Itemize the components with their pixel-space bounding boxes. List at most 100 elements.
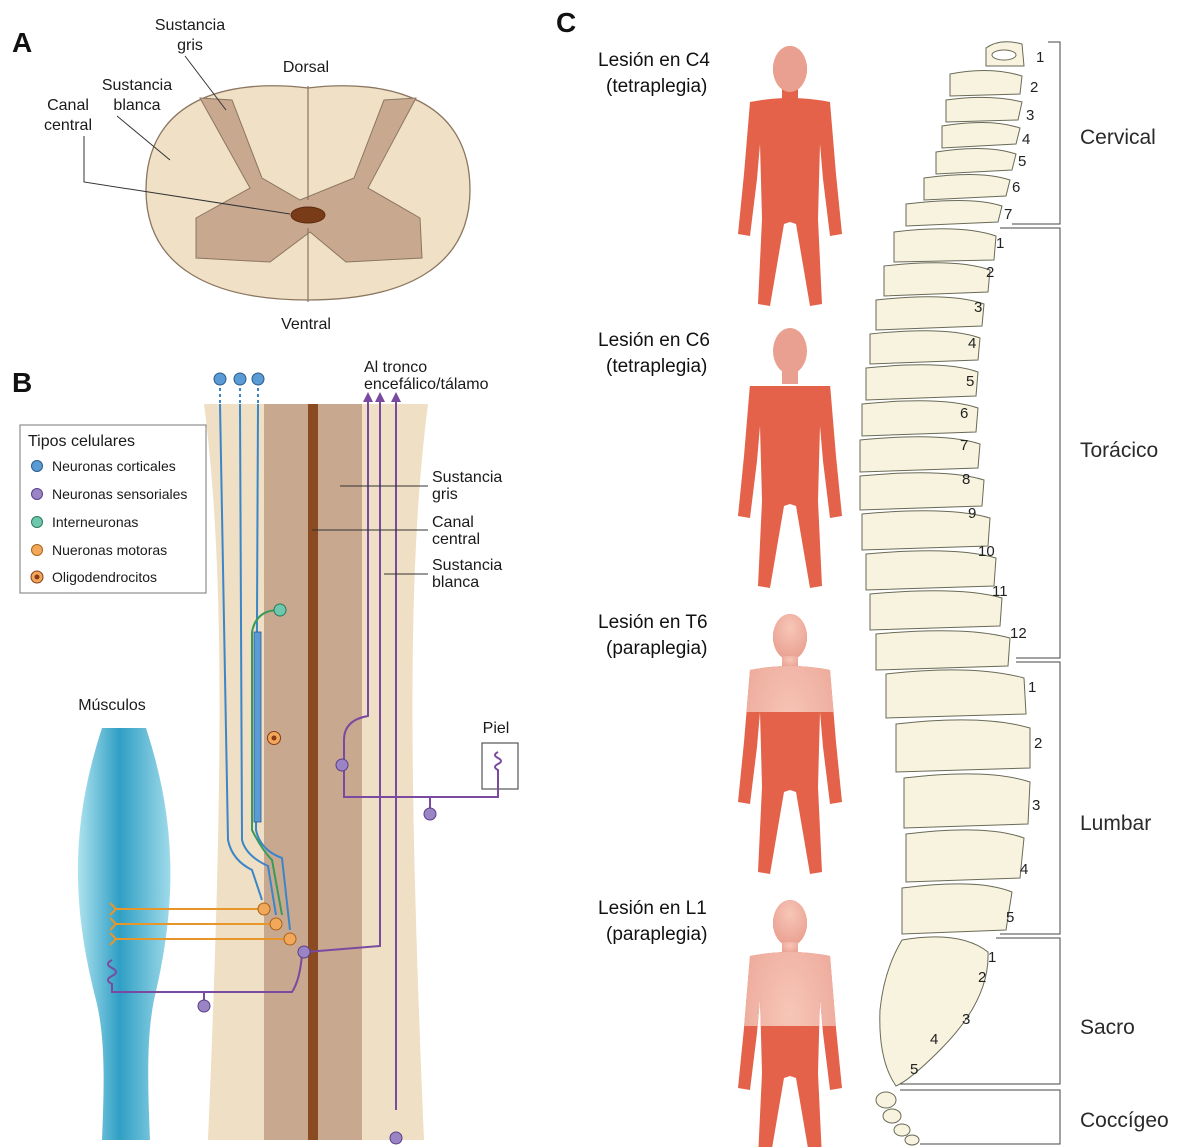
central-canal <box>291 207 325 223</box>
interneuron-icon <box>32 517 43 528</box>
vertebra-c7 <box>906 200 1002 226</box>
vertebra-t3 <box>876 297 984 330</box>
motor-neuron-3 <box>284 933 296 945</box>
vertebra-l2 <box>896 720 1030 772</box>
sensory-neuron-cord <box>298 946 310 958</box>
region-cervical: Cervical <box>1080 126 1156 149</box>
vertebra-c3 <box>946 97 1022 122</box>
lesion-c4-sub: (tetraplegia) <box>606 76 707 97</box>
body-c4 <box>738 46 842 306</box>
region-thoracic: Torácico <box>1080 439 1158 462</box>
vertebra-l5 <box>902 884 1012 934</box>
lesion-l1-title: Lesión en L1 <box>598 898 707 919</box>
label-ventral: Ventral <box>281 316 331 333</box>
label-brainstem-2: encefálico/tálamo <box>364 376 489 393</box>
motor-neuron-1 <box>258 903 270 915</box>
num-c2: 2 <box>1030 79 1038 96</box>
num-s3: 3 <box>962 1011 970 1028</box>
coccyx-4 <box>905 1135 919 1145</box>
vertebra-l4 <box>906 830 1024 882</box>
legend-item-interneuron: Interneuronas <box>52 514 138 530</box>
label-b-white-2: blanca <box>432 574 479 591</box>
label-b-white-1: Sustancia <box>432 557 502 574</box>
sensory-neuron-skin-entry <box>336 759 348 771</box>
num-c4: 4 <box>1022 131 1030 148</box>
num-l3: 3 <box>1032 797 1040 814</box>
oligodendrocyte-core <box>272 736 277 741</box>
num-t12: 12 <box>1010 625 1027 642</box>
vertebra-t12 <box>876 631 1010 670</box>
coccyx-2 <box>883 1109 901 1123</box>
label-canal-2: central <box>44 117 92 134</box>
vertebra-t2 <box>884 263 990 296</box>
num-t2: 2 <box>986 264 994 281</box>
num-t6: 6 <box>960 405 968 422</box>
vertebra-t4 <box>870 331 980 364</box>
panel-c: C Lesión en C4 (tetraplegia) Lesión en C… <box>556 7 1169 1147</box>
bracket-coccyx <box>900 1090 1060 1144</box>
cortical-neuron-2 <box>234 373 246 385</box>
num-s4: 4 <box>930 1031 938 1048</box>
lesion-c4-title: Lesión en C4 <box>598 50 710 71</box>
label-white-matter-2: blanca <box>113 97 160 114</box>
myelin-sheath <box>254 632 261 822</box>
arrow-up-1 <box>363 392 373 402</box>
body-l1 <box>738 900 842 1147</box>
legend-item-oligodendrocyte: Oligodendrocitos <box>52 569 157 585</box>
coccyx-1 <box>876 1092 896 1108</box>
num-s2: 2 <box>978 969 986 986</box>
num-t4: 4 <box>968 335 976 352</box>
vertebra-l3 <box>904 774 1030 828</box>
region-sacrum: Sacro <box>1080 1016 1135 1039</box>
arrow-up-3 <box>391 392 401 402</box>
label-b-canal-1: Canal <box>432 514 474 531</box>
label-b-gray-2: gris <box>432 486 458 503</box>
num-l1: 1 <box>1028 679 1036 696</box>
num-t11: 11 <box>992 583 1008 600</box>
region-coccyx: Coccígeo <box>1080 1109 1169 1132</box>
num-c7: 7 <box>1004 206 1012 223</box>
motor-neuron-2 <box>270 918 282 930</box>
label-white-matter-1: Sustancia <box>102 77 172 94</box>
sensory-ganglion-muscle <box>198 1000 210 1012</box>
num-l2: 2 <box>1034 735 1042 752</box>
lesion-t6-title: Lesión en T6 <box>598 612 708 633</box>
label-gray-matter-2: gris <box>177 37 203 54</box>
lesion-c6-sub: (tetraplegia) <box>606 356 707 377</box>
vertebra-c4 <box>942 122 1020 148</box>
panel-a: A Sustancia gris Sustancia blanca Canal … <box>12 17 470 333</box>
vertebra-t5 <box>866 365 978 400</box>
coccyx-3 <box>894 1124 910 1136</box>
num-s5: 5 <box>910 1061 918 1078</box>
num-t1: 1 <box>996 235 1004 252</box>
vertebra-c2 <box>950 70 1022 96</box>
panel-b-letter: B <box>12 367 32 398</box>
panel-a-letter: A <box>12 27 32 58</box>
panel-b: B Tipos celulares Neuronas corticales Ne… <box>12 359 518 1144</box>
num-c1: 1 <box>1036 49 1044 66</box>
vertebra-t1 <box>894 229 996 262</box>
num-t9: 9 <box>968 505 976 522</box>
label-b-gray-1: Sustancia <box>432 469 502 486</box>
vertebra-t10 <box>866 551 996 590</box>
label-dorsal: Dorsal <box>283 59 329 76</box>
body-t6 <box>738 614 842 874</box>
label-canal-1: Canal <box>47 97 89 114</box>
num-t10: 10 <box>978 543 995 560</box>
label-b-canal-2: central <box>432 531 480 548</box>
vertebra-c5 <box>936 148 1016 174</box>
cortical-neuron-icon <box>32 461 43 472</box>
vertebra-c6 <box>924 174 1010 200</box>
legend-item-sensory: Neuronas sensoriales <box>52 486 187 502</box>
bracket-thoracic <box>1000 228 1060 658</box>
num-l4: 4 <box>1020 861 1028 878</box>
skin-box <box>482 743 518 789</box>
legend-item-cortical: Neuronas corticales <box>52 458 176 474</box>
lesion-t6-sub: (paraplegia) <box>606 638 707 659</box>
num-c3: 3 <box>1026 107 1034 124</box>
cortical-neuron-3 <box>252 373 264 385</box>
panel-c-letter: C <box>556 7 576 38</box>
label-brainstem-1: Al tronco <box>364 359 427 376</box>
central-canal-column <box>308 404 318 1140</box>
